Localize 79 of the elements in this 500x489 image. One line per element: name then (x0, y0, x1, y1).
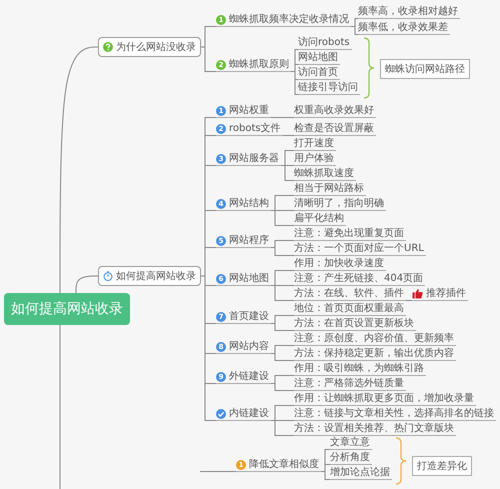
leaf-label: 打开速度 (294, 137, 336, 151)
branch-node (216, 340, 271, 354)
leaf-label: 增加论点论据 (330, 466, 392, 480)
leaf-label: 访问首页 (298, 66, 340, 80)
connector-line (270, 353, 294, 361)
topic-label: 为什么网站没收录 (116, 40, 196, 54)
topic-card (98, 266, 201, 286)
leaf-label: 用户体验 (294, 152, 336, 166)
connector-line (290, 71, 298, 95)
branch-label: 网站服务器 (229, 152, 279, 165)
leaf-label: 权重高收录效果好 (294, 104, 376, 118)
leaf-label: 注意：链接与文章相关性，选择高排名的链接 (294, 407, 496, 421)
leaf-label: 链接引导访问 (298, 81, 360, 95)
leaf-label: 扁平化结构 (294, 212, 346, 226)
central-topic: 如何提高网站收录 (4, 293, 130, 325)
branch-node (216, 234, 271, 248)
branch-label: 外链建设 (229, 370, 269, 383)
branch-label: 首页建设 (229, 310, 269, 323)
leaf-label: 方法：在线、软件、插件 (294, 287, 406, 301)
leaf-label: 作用：加快收录速度 (294, 257, 386, 271)
leaf-label: 方法：一个页面对应一个URL (294, 242, 426, 256)
connector-line (76, 276, 98, 294)
connector-line (270, 117, 294, 118)
connector-line (270, 323, 294, 331)
branch-node (216, 272, 271, 286)
leaf-label: 频率高，收录相对越好 (358, 5, 460, 19)
branch-node (236, 458, 321, 472)
leaf-label: 注意：避免出现重复页面 (294, 227, 406, 241)
leaf-label: 方法：设置相关推荐、热门文章版块 (294, 422, 456, 436)
leaf-label: 方法：保持稳定更新，输出优质内容 (294, 347, 456, 361)
connector-line (200, 276, 216, 421)
branch-label: 降低文章相似度 (249, 458, 319, 471)
branch-node (216, 310, 271, 324)
branch-label: 网站权重 (229, 104, 269, 117)
leaf-label: 注意：严格筛选外链质量 (294, 377, 406, 391)
leaf-label: 分析角度 (330, 451, 372, 465)
leaf-label: 注意：产生死链接、404页面 (294, 272, 426, 286)
leaf-label: 推荐插件 (426, 287, 466, 300)
branch-label: 蜘蛛抓取原则 (229, 58, 289, 71)
topic-card (98, 37, 201, 57)
leaf-label: 蜘蛛抓取速度 (294, 167, 356, 181)
connector-line (60, 46, 98, 294)
topic-label: 如何提高网站收录 (116, 270, 196, 283)
connector-line (350, 26, 358, 35)
leaf-label: 清晰明了，指向明确 (294, 197, 386, 211)
branch-label: 网站结构 (229, 197, 269, 210)
branch-label: 网站地图 (229, 272, 269, 285)
summary-note: 打造差异化 (412, 456, 472, 476)
leaf-label: 注意：原创度、内容价值、更新频率 (294, 332, 456, 346)
connector-line (270, 383, 294, 391)
branch-node (216, 104, 271, 118)
branch-label: 网站内容 (229, 340, 269, 353)
branch-label: 蜘蛛抓取频率决定收录情况 (229, 13, 349, 26)
branch-node (216, 152, 281, 166)
leaf-label: 地位：首页页面权重最高 (294, 302, 406, 316)
branch-node (216, 122, 283, 136)
connector-line (406, 300, 412, 301)
branch-node (216, 197, 271, 211)
branch-node (216, 58, 291, 72)
branch-node (216, 370, 271, 384)
branch-label: 网站程序 (229, 234, 269, 247)
leaf-label: 检查是否设置屏蔽 (294, 122, 376, 136)
branch-label: 内链建设 (229, 407, 269, 420)
summary-note: 蜘蛛访问网站路径 (380, 59, 470, 79)
leaf-label: 作用：让蜘蛛抓取更多页面，增加收录量 (294, 392, 476, 406)
leaf-label: 方法：在首页设置更新板块 (294, 317, 416, 331)
leaf-label: 频率低，收录效果差 (358, 21, 450, 35)
connector-line (320, 471, 330, 480)
leaf-label: 作用：吸引蜘蛛，为蜘蛛引路 (294, 362, 426, 376)
leaf-label: 相当于网站路标 (294, 182, 366, 196)
leaf-label: 访问robots (298, 36, 352, 50)
leaf-label: 网站地图 (298, 51, 340, 65)
leaf-label: 文章立意 (330, 436, 372, 450)
connector-line (200, 471, 236, 472)
branch-label: robots文件 (229, 122, 281, 135)
branch-node (216, 407, 271, 421)
leaf-node (412, 287, 468, 301)
connector-line (282, 135, 294, 136)
branch-node (216, 13, 351, 27)
